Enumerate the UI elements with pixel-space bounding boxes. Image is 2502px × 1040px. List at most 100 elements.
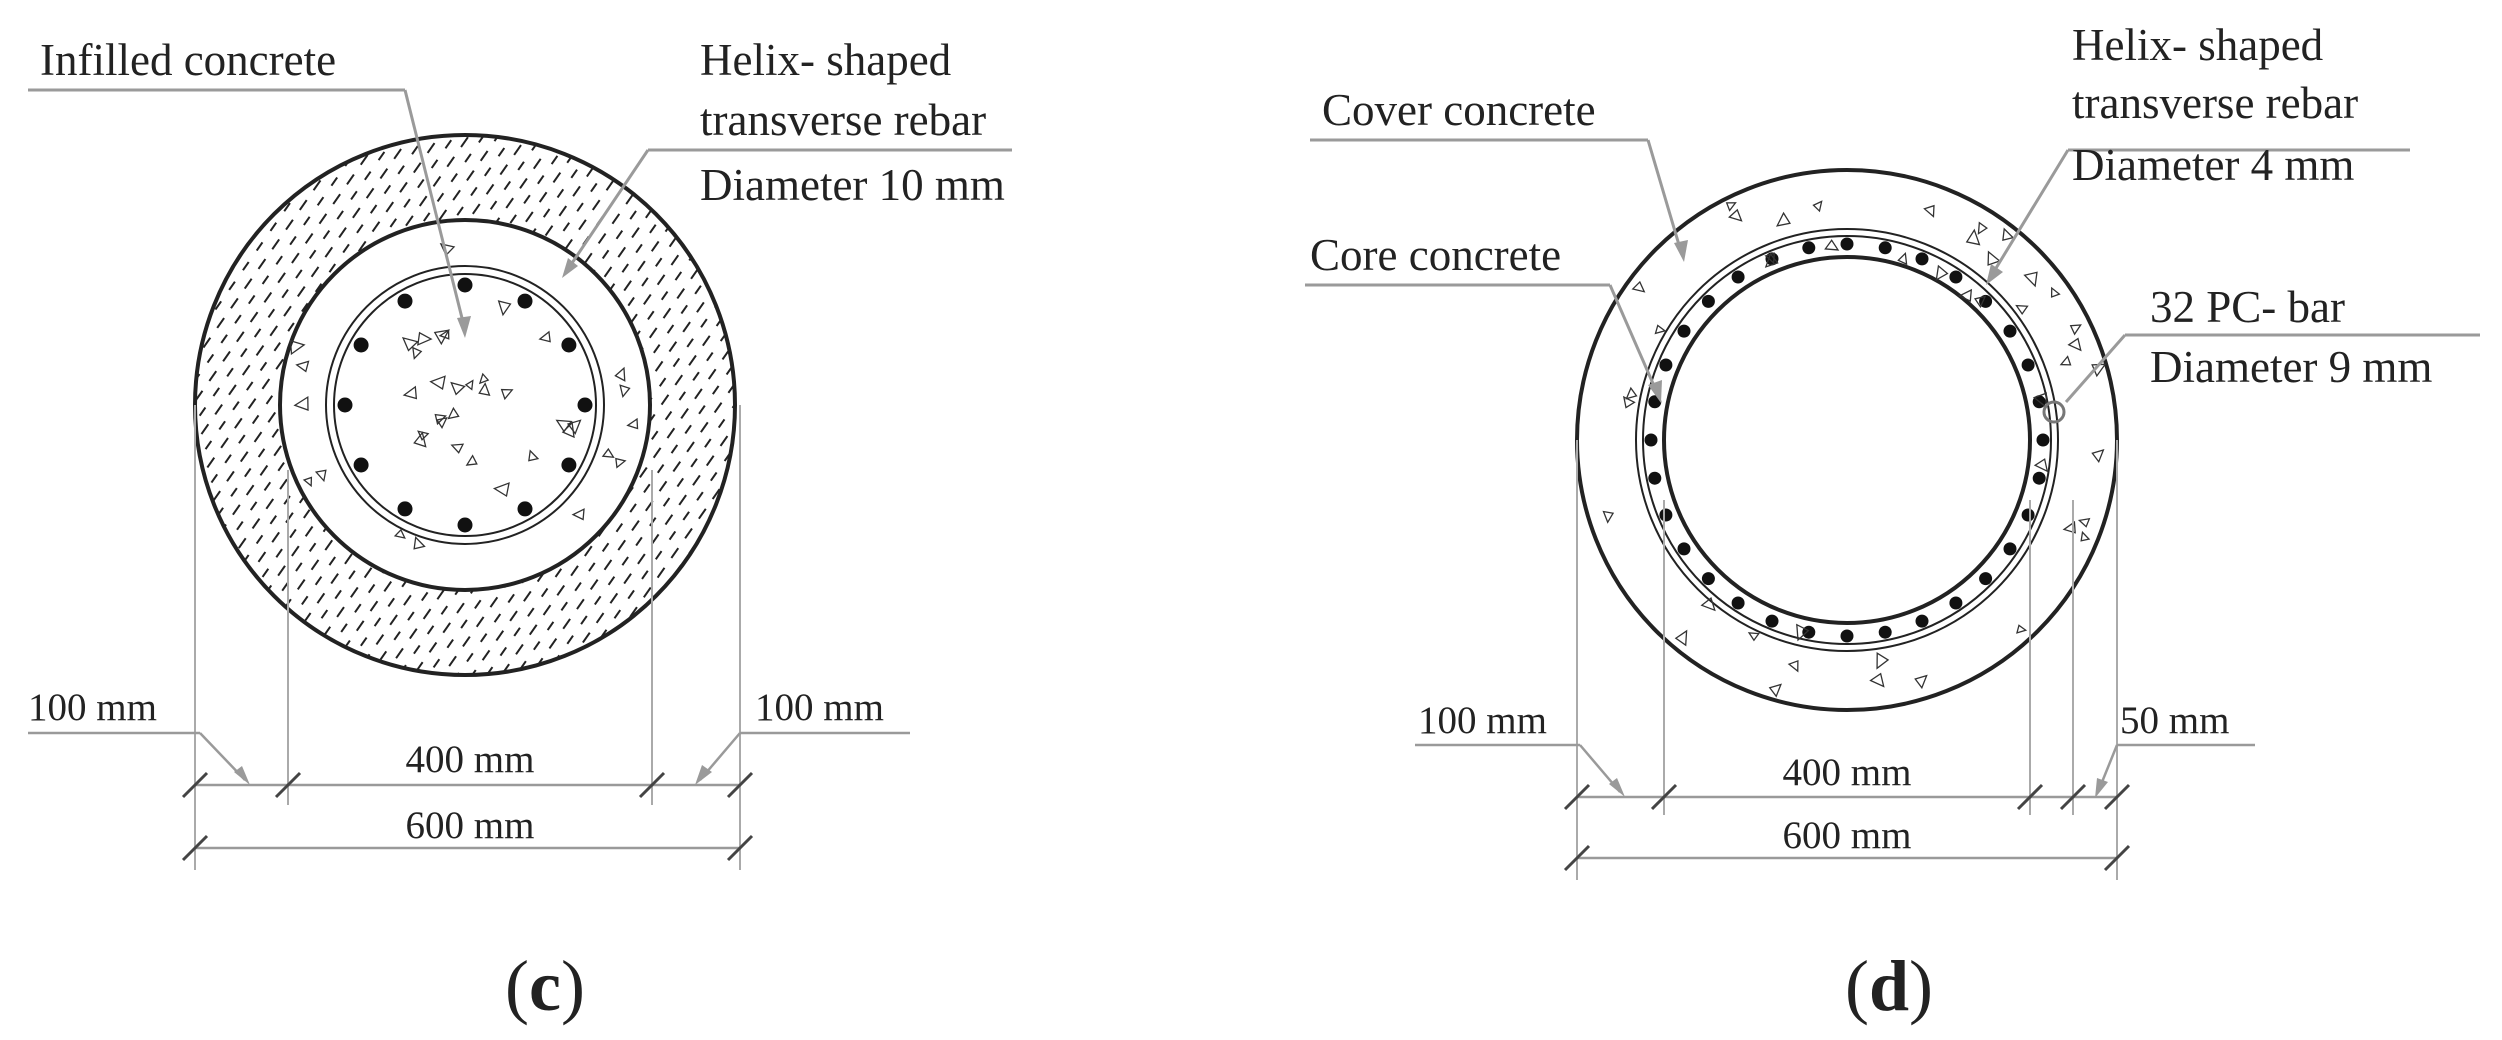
panel-d-pc-bar [1731,270,1745,284]
panel-c-aggregate [434,413,447,426]
panel-c-dim-inner: 400 mm [406,738,535,781]
panel-c-rebar [517,293,533,309]
panel-c-aggregate [571,508,585,521]
panel-c-caption: (c) [505,946,585,1026]
panel-c-aggregate [289,339,306,356]
panel-d-aggregate [2080,530,2091,542]
panel-d-helix-inner [1642,235,2052,645]
panel-c-rebar [457,517,473,533]
panel-c-aggregate [314,469,327,483]
panel-d-pc-bar [1701,294,1715,308]
panel-d-pc-bar [1878,625,1892,639]
panel-d-pc-bar [1915,614,1929,628]
panel-d-pc-bar [1648,471,1662,485]
panel-d-pc-bar [1915,252,1929,266]
panel-d-aggregate [2023,271,2038,288]
panel-d-leader-helix [1988,149,2070,279]
panel-c-leader-right-arrow [695,765,712,785]
panel-d-aggregate [1965,228,1981,246]
panel-c-rebars [337,277,593,533]
panel-d-aggregate [1923,204,1935,218]
panel-d-aggregate [1631,280,1646,293]
panel-c-aggregate [413,536,426,550]
panel-d-pc-bar [2021,508,2035,522]
panel-c-tick-6 [726,834,754,862]
panel-d-aggregate [1622,395,1636,409]
panel-c-tick-2 [274,771,302,799]
panel-c-label-infilled: Infilled concrete [40,35,336,85]
panel-c-aggregate [412,346,423,360]
panel-d-aggregate [1987,250,2001,266]
panel-c-label-helix-line2: transverse rebar [700,95,986,145]
panel-c-helix-inner [333,273,597,537]
panel-d-leader-cover [1646,139,1684,256]
panel-d-tick-1 [1563,783,1591,811]
panel-d-aggregate [2032,392,2047,409]
panel-d-aggregate [1824,239,1840,251]
panel-d-pc-bar [1731,596,1745,610]
panel-d-leader-core [1608,284,1660,396]
panel-d-aggregate [2033,458,2049,473]
panel-d-leader-pc [2064,334,2127,403]
panel-c-tick-1 [181,771,209,799]
panel-c-rebar [561,337,577,353]
panel-d-aggregate [2015,304,2029,316]
panel-c-aggregate [478,372,490,385]
panel-d-tick-6 [1563,844,1591,872]
panel-d-aggregate [2062,520,2076,534]
panel-c-rebar [337,397,353,413]
panel-c-rebar [353,337,369,353]
panel-d-aggregate [1958,288,1973,303]
panel-c-tick-4 [726,771,754,799]
panel-d-pc-bar [1840,237,1854,251]
panel-d-aggregate [1768,683,1782,698]
panel-c-aggregate [615,457,627,469]
panel-d-caption: (d) [1845,946,1933,1026]
panel-d-tick-4 [2059,783,2087,811]
panel-d-tick-2 [1650,783,1678,811]
panel-c-rebar [397,293,413,309]
panel-d-label-helix-line1: Helix- shaped [2072,20,2323,70]
panel-d-aggregate [2091,449,2105,464]
panel-d-pc-bar [1840,629,1854,643]
panel-d-pc-bar [2036,433,2050,447]
panel-d-leader-cover-arrow [1674,240,1688,262]
panel-c-aggregate [450,381,466,396]
panel-d-pc-bar [1677,542,1691,556]
panel-d-leader-left-arrow [1609,778,1625,797]
panel-c-label-helix-line3: Diameter 10 mm [700,160,1005,210]
panel-d-pc-bar [1979,572,1993,586]
panel-c-aggregate [538,330,551,343]
panel-c-caption-close: ) [561,946,585,1026]
panel-c-dim-right: 100 mm [755,686,884,729]
panel-d-aggregate [1897,252,1908,266]
panel-c-leader-infilled [403,89,467,331]
panel-d-aggregate [1725,202,1737,212]
panel-d-aggregate [2069,324,2082,336]
panel-c-aggregate [619,384,631,399]
panel-c-aggregate [433,329,450,346]
panel-d-pc-bar [1659,508,1673,522]
panel-c-aggregate [417,430,430,441]
panel-d-aggregate [2002,227,2015,241]
panel-d-pc-bar-highlight [2042,400,2066,424]
panel-d-aggregate [1625,386,1638,400]
panel-d-aggregate [1747,632,1760,642]
panel-d-aggregates [1602,200,2107,698]
panel-d: Cover concrete Core concrete Helix- shap… [1305,20,2480,1026]
panel-d-aggregate [1654,324,1667,335]
panel-d-caption-close: ) [1909,946,1933,1026]
panel-d-label-pc-line1: 32 PC- bar [2150,282,2345,332]
panel-c-leader-infilled-arrow [457,316,471,338]
panel-c-aggregate [413,431,427,448]
panel-d-aggregate [1796,623,1810,642]
panel-c-dim-left: 100 mm [28,686,157,729]
panel-c-label-helix-line1: Helix- shaped [700,35,951,85]
panel-c-dim-outer: 600 mm [406,804,535,847]
panel-c-rebar [561,457,577,473]
panel-c-aggregate [295,360,310,373]
panel-c-aggregate [626,417,639,430]
panel-c-aggregate [566,419,582,435]
panel-c-tube [278,218,652,592]
panel-d-aggregate [1977,221,1988,235]
